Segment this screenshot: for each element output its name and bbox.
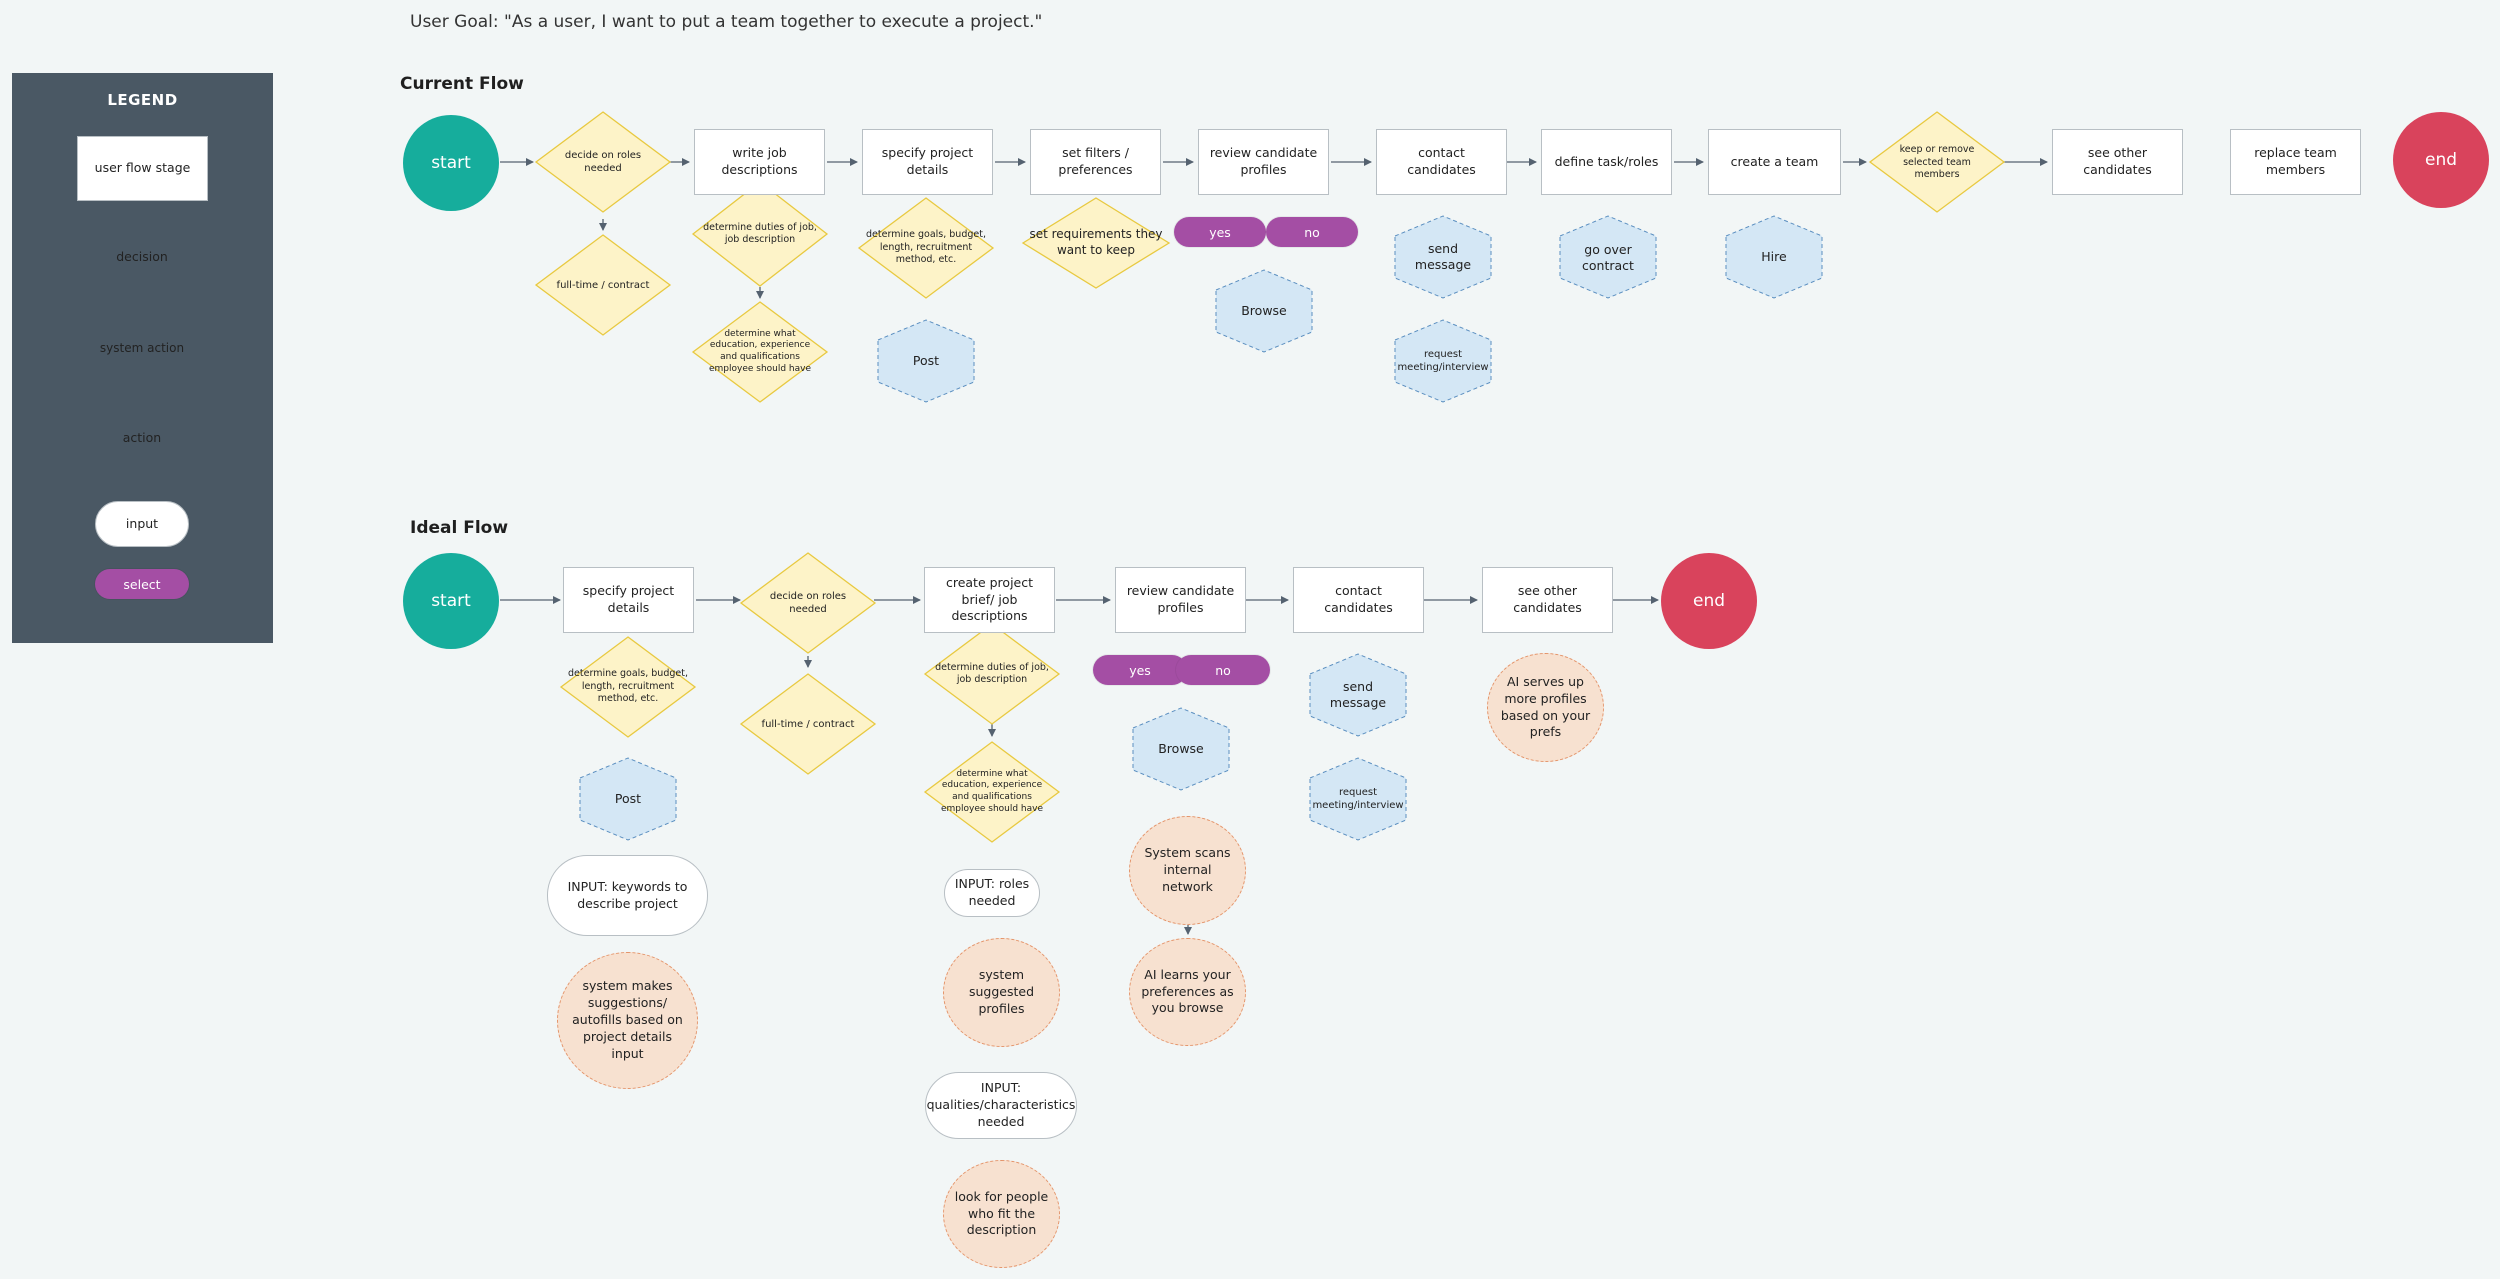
current-create-team-stage: create a team <box>1708 129 1841 195</box>
legend-title: LEGEND <box>107 91 178 109</box>
current-browse-label: Browse <box>1241 302 1287 318</box>
current-post-hexagon <box>877 319 975 403</box>
ideal-end-node: end <box>1661 553 1757 649</box>
ideal-yes-select[interactable]: yes <box>1093 655 1187 685</box>
current-replace-stage: replace team members <box>2230 129 2361 195</box>
current-send-message-label: send message <box>1414 240 1472 272</box>
ideal-decide-roles-diamond <box>739 552 877 654</box>
current-flow-title: Current Flow <box>400 74 524 94</box>
ideal-input-roles[interactable]: INPUT: roles needed <box>944 869 1040 917</box>
current-go-over-contract-label: go over contract <box>1582 241 1634 273</box>
current-set-requirements-label: set requirements they want to keep <box>1029 227 1163 257</box>
current-decide-roles-diamond <box>534 111 672 213</box>
current-end-node: end <box>2393 112 2489 208</box>
current-request-meeting-label: request meeting/interview <box>1397 349 1489 373</box>
current-education-diamond <box>691 301 829 403</box>
ideal-duties-diamond <box>923 623 1061 725</box>
ideal-full-time-diamond <box>739 673 877 775</box>
current-goals-diamond <box>857 197 995 299</box>
ideal-browse-label: Browse <box>1158 740 1204 756</box>
ideal-input-keywords[interactable]: INPUT: keywords to describe project <box>547 855 708 936</box>
current-education-label: determine what education, experience and… <box>708 328 812 374</box>
legend-decision-label: decision <box>116 248 168 264</box>
current-duties-diamond <box>691 181 829 287</box>
current-goals-label: determine goals, budget, length, recruit… <box>866 229 986 266</box>
ideal-suggested-profiles-node: system suggested profiles <box>943 938 1060 1047</box>
current-hire-hexagon <box>1725 215 1823 299</box>
current-no-select[interactable]: no <box>1266 217 1358 247</box>
current-duties-label: determine duties of job, job description <box>703 221 817 245</box>
ideal-create-brief-stage: create project brief/ job descriptions <box>924 567 1055 633</box>
ideal-browse-hexagon <box>1132 707 1230 791</box>
ideal-start-node: start <box>403 553 499 649</box>
ideal-goals-diamond <box>559 636 697 738</box>
current-see-other-stage: see other candidates <box>2052 129 2183 195</box>
current-specify-details-stage: specify project details <box>862 129 993 195</box>
current-flow-connectors <box>500 158 2048 299</box>
current-hire-label: Hire <box>1761 248 1787 264</box>
ideal-send-message-label: send message <box>1329 678 1387 710</box>
legend-action-label: action <box>122 429 162 445</box>
ideal-flow-connectors <box>500 596 1659 935</box>
ideal-ai-serves-node: AI serves up more profiles based on your… <box>1487 653 1604 762</box>
current-contact-stage: contact candidates <box>1376 129 1507 195</box>
ideal-full-time-label: full-time / contract <box>761 718 855 730</box>
ideal-see-other-stage: see other candidates <box>1482 567 1613 633</box>
legend-system-action-label: system action <box>99 341 185 356</box>
legend-input: input <box>95 501 189 547</box>
current-set-filters-stage: set filters / preferences <box>1030 129 1161 195</box>
current-decide-roles-label: decide on roles needed <box>564 150 642 174</box>
ideal-look-for-people-node: look for people who fit the description <box>943 1160 1060 1268</box>
ideal-contact-stage: contact candidates <box>1293 567 1424 633</box>
ideal-ai-learns-node: AI learns your preferences as you browse <box>1129 938 1246 1046</box>
user-goal-text: User Goal: "As a user, I want to put a t… <box>410 12 1043 32</box>
current-post-label: Post <box>912 352 940 368</box>
ideal-education-diamond <box>923 741 1061 843</box>
current-start-node: start <box>403 115 499 211</box>
legend-panel: LEGEND user flow stage decision system a… <box>12 73 273 643</box>
ideal-goals-label: determine goals, budget, length, recruit… <box>568 668 688 705</box>
current-keep-remove-label: keep or remove selected team members <box>1899 144 1975 181</box>
current-request-meeting-hexagon <box>1394 319 1492 403</box>
ideal-post-label: Post <box>614 790 642 806</box>
ideal-specify-details-stage: specify project details <box>563 567 694 633</box>
current-write-job-stage: write job descriptions <box>694 129 825 195</box>
ideal-decide-roles-label: decide on roles needed <box>769 591 847 615</box>
ideal-request-meeting-hexagon <box>1309 757 1407 841</box>
ideal-education-label: determine what education, experience and… <box>940 768 1044 814</box>
ideal-request-meeting-label: request meeting/interview <box>1312 787 1404 811</box>
current-go-over-contract-hexagon <box>1559 215 1657 299</box>
current-send-message-hexagon <box>1394 215 1492 299</box>
current-keep-remove-diamond <box>1868 111 2006 213</box>
current-full-time-label: full-time / contract <box>556 279 650 291</box>
ideal-system-suggestions-node: system makes suggestions/ autofills base… <box>557 952 698 1089</box>
ideal-review-profiles-stage: review candidate profiles <box>1115 567 1246 633</box>
legend-user-flow-stage: user flow stage <box>77 136 208 201</box>
ideal-duties-label: determine duties of job, job description <box>935 661 1049 685</box>
ideal-input-qualities[interactable]: INPUT: qualities/characteristics needed <box>925 1072 1077 1139</box>
current-yes-select[interactable]: yes <box>1174 217 1266 247</box>
ideal-no-select[interactable]: no <box>1176 655 1270 685</box>
current-define-task-stage: define task/roles <box>1541 129 1672 195</box>
current-set-requirements-diamond <box>1021 197 1171 289</box>
ideal-flow-title: Ideal Flow <box>410 518 509 538</box>
ideal-post-hexagon <box>579 757 677 841</box>
current-browse-hexagon <box>1215 269 1313 353</box>
current-full-time-diamond <box>534 234 672 336</box>
current-review-profiles-stage: review candidate profiles <box>1198 129 1329 195</box>
ideal-send-message-hexagon <box>1309 653 1407 737</box>
legend-select: select <box>95 569 189 599</box>
ideal-scans-network-node: System scans internal network <box>1129 816 1246 925</box>
